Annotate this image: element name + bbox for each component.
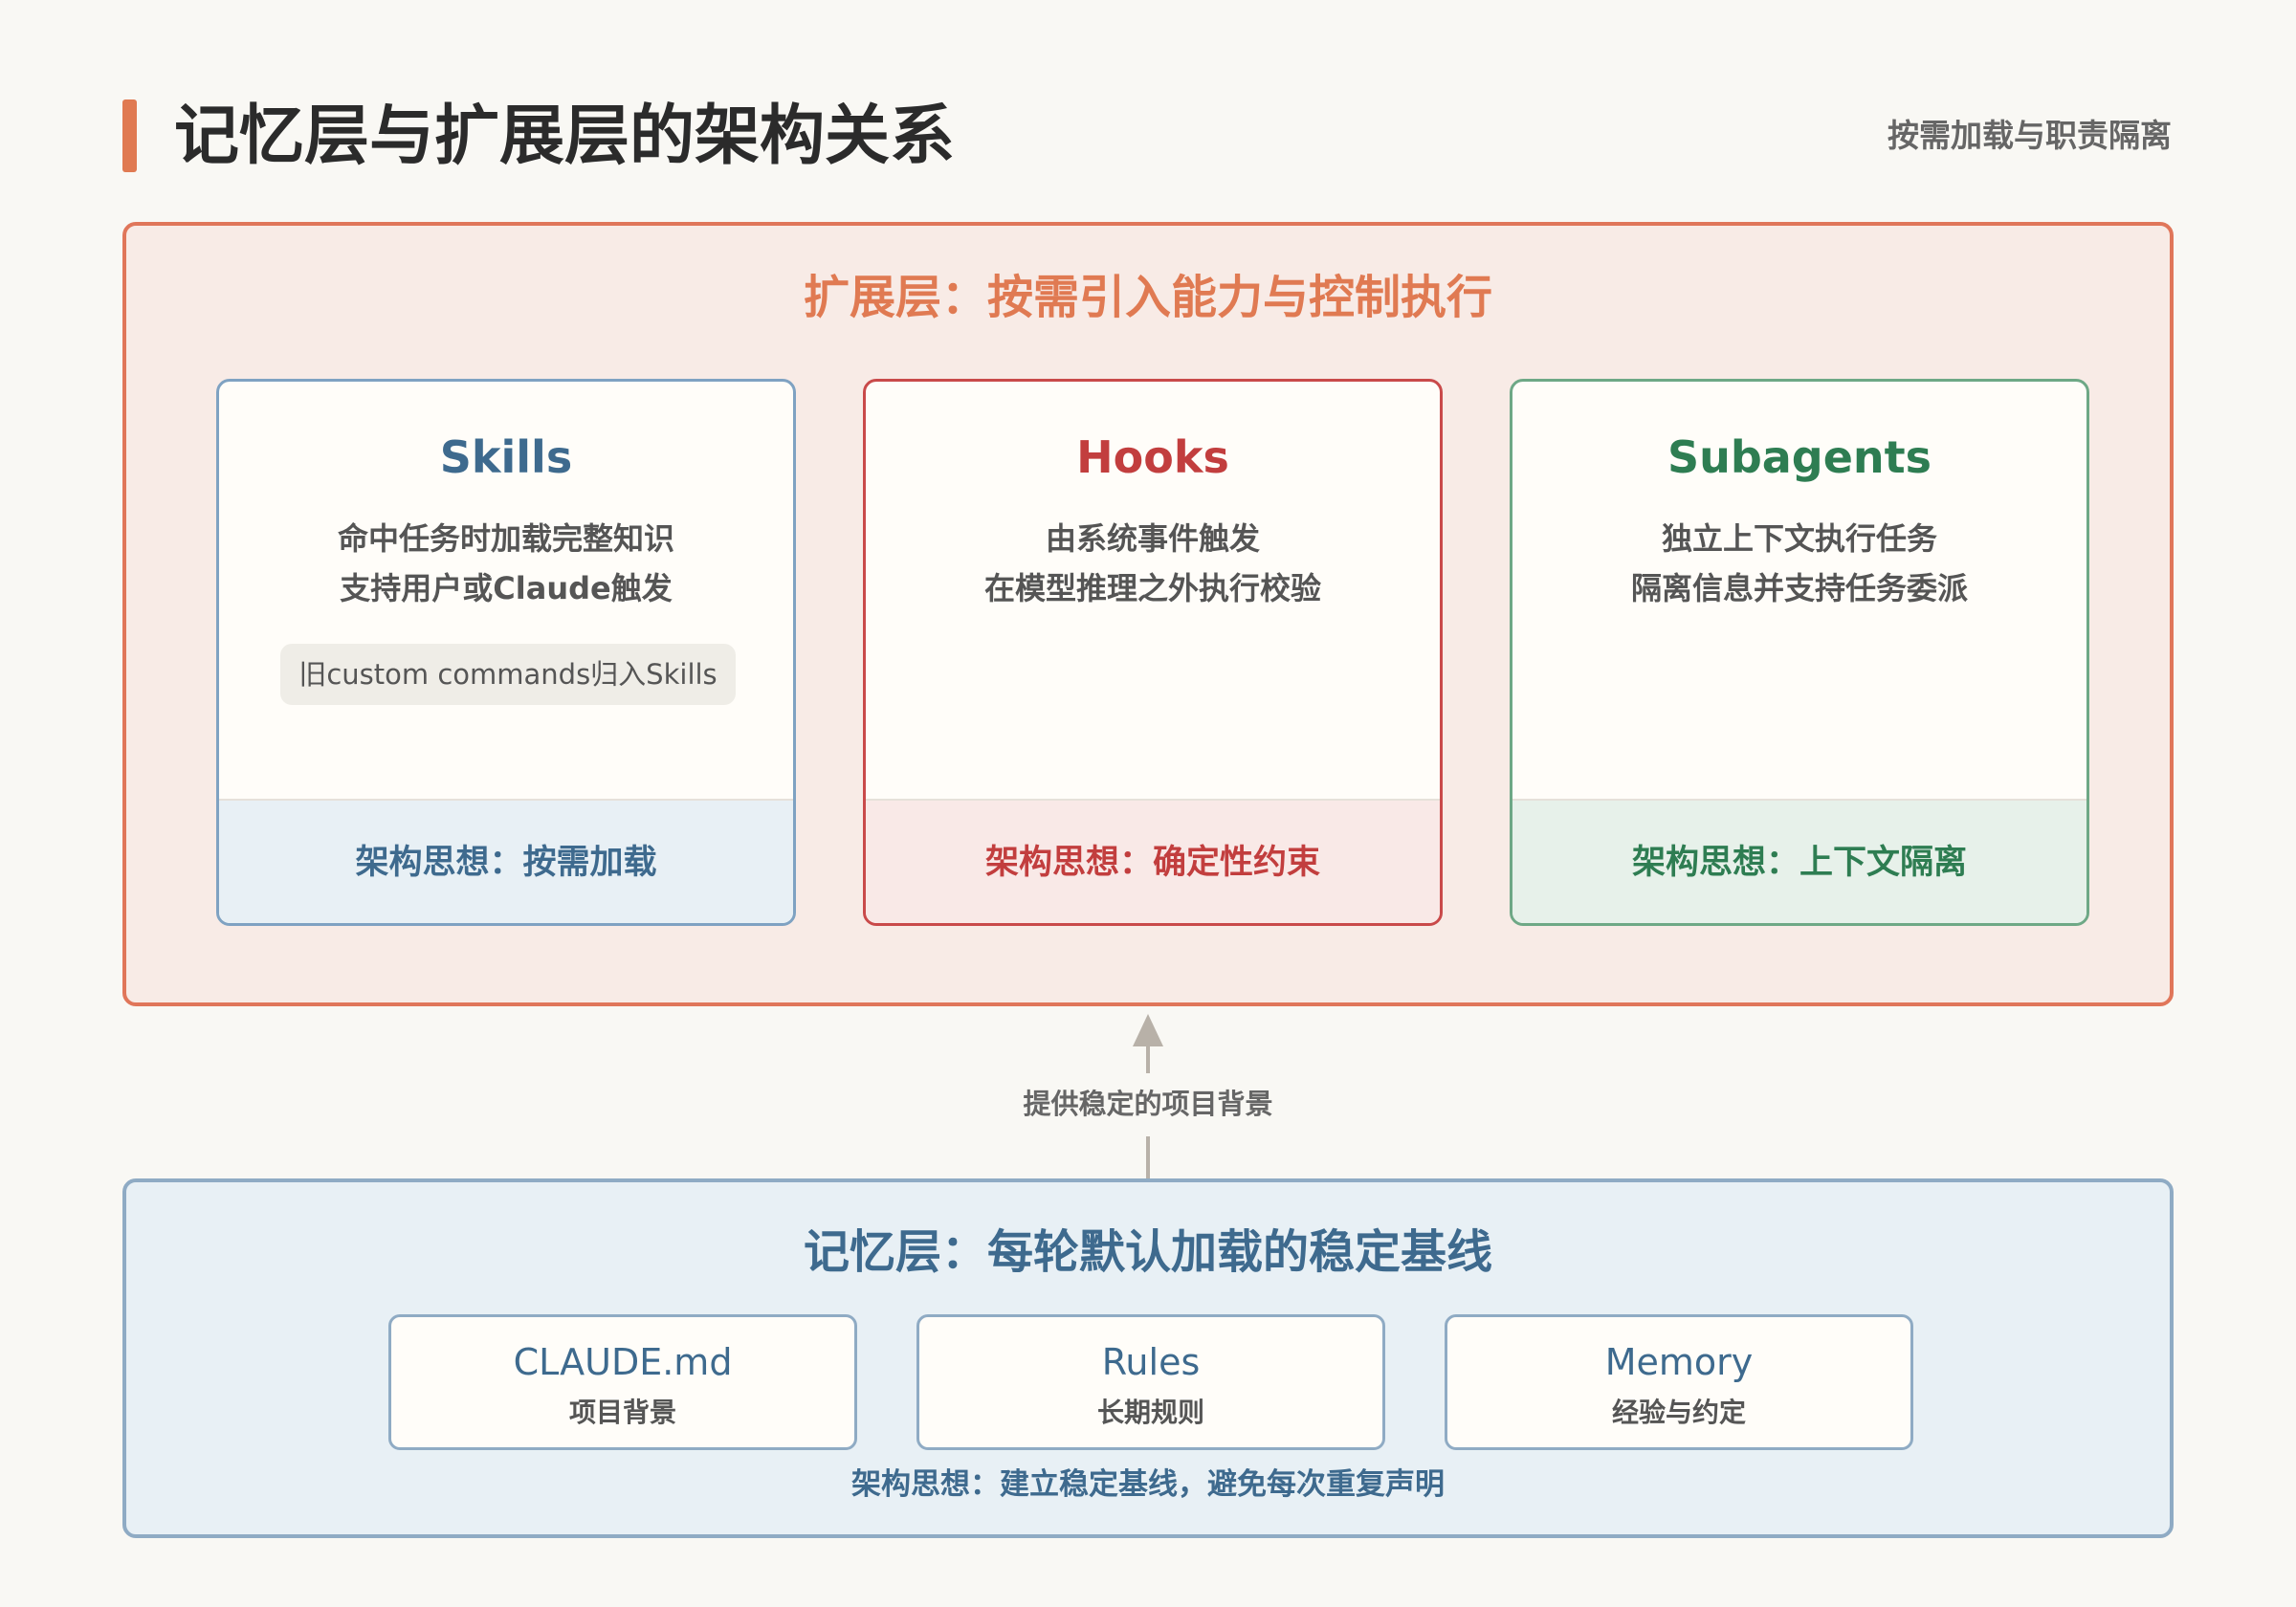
hooks-card-desc-line-1: 由系统事件触发 — [1045, 520, 1260, 557]
skills-card-desc-line-2: 支持用户或Claude触发 — [340, 570, 673, 606]
title-accent-bar — [122, 99, 137, 172]
subagents-card-desc-line-2: 隔离信息并支持任务委派 — [1630, 570, 1968, 606]
connector-line-top — [1146, 1041, 1150, 1073]
hooks-card-title: Hooks — [1076, 431, 1229, 483]
skills-card-title: Skills — [439, 431, 573, 483]
skills-card-desc-line-1: 命中任务时加载完整知识 — [337, 520, 674, 557]
rules-card-desc: 长期规则 — [1096, 1397, 1204, 1428]
connector-line-bottom — [1146, 1136, 1150, 1178]
memory-card: Memory 经验与约定 — [1445, 1314, 1913, 1450]
claude-md-card: CLAUDE.md 项目背景 — [388, 1314, 857, 1450]
subagents-card-footer: 架构思想：上下文隔离 — [1512, 799, 2086, 923]
memory-layer-title: 记忆层：每轮默认加载的稳定基线 — [803, 1225, 1492, 1279]
claude-md-card-title: CLAUDE.md — [513, 1341, 733, 1383]
skills-card-note: 旧custom commands归入Skills — [280, 644, 736, 705]
skills-card: Skills 命中任务时加载完整知识 支持用户或Claude触发 旧custom… — [216, 379, 796, 926]
hooks-card-footer: 架构思想：确定性约束 — [866, 799, 1440, 923]
memory-layer: 记忆层：每轮默认加载的稳定基线 CLAUDE.md 项目背景 Rules 长期规… — [122, 1178, 2174, 1538]
hooks-card: Hooks 由系统事件触发 在模型推理之外执行校验 架构思想：确定性约束 — [863, 379, 1443, 926]
extension-layer-title: 扩展层：按需引入能力与控制执行 — [803, 271, 1492, 324]
memory-layer-footer: 架构思想：建立稳定基线，避免每次重复声明 — [851, 1467, 1445, 1502]
rules-card-title: Rules — [1101, 1341, 1201, 1383]
skills-card-footer: 架构思想：按需加载 — [219, 799, 793, 923]
extension-layer: 扩展层：按需引入能力与控制执行 Skills 命中任务时加载完整知识 支持用户或… — [122, 222, 2174, 1006]
hooks-card-desc-line-2: 在模型推理之外执行校验 — [983, 570, 1321, 606]
subagents-card-title: Subagents — [1667, 431, 1932, 483]
rules-card: Rules 长期规则 — [916, 1314, 1385, 1450]
memory-card-title: Memory — [1604, 1341, 1754, 1383]
claude-md-card-desc: 项目背景 — [568, 1397, 676, 1428]
subagents-card-desc-line-1: 独立上下文执行任务 — [1661, 520, 1937, 557]
subagents-card: Subagents 独立上下文执行任务 隔离信息并支持任务委派 架构思想：上下文… — [1510, 379, 2089, 926]
page-subtitle: 按需加载与职责隔离 — [1888, 117, 2172, 154]
memory-card-desc: 经验与约定 — [1611, 1397, 1746, 1428]
page-title: 记忆层与扩展层的架构关系 — [174, 99, 956, 174]
connector-label: 提供稳定的项目背景 — [1023, 1088, 1273, 1120]
